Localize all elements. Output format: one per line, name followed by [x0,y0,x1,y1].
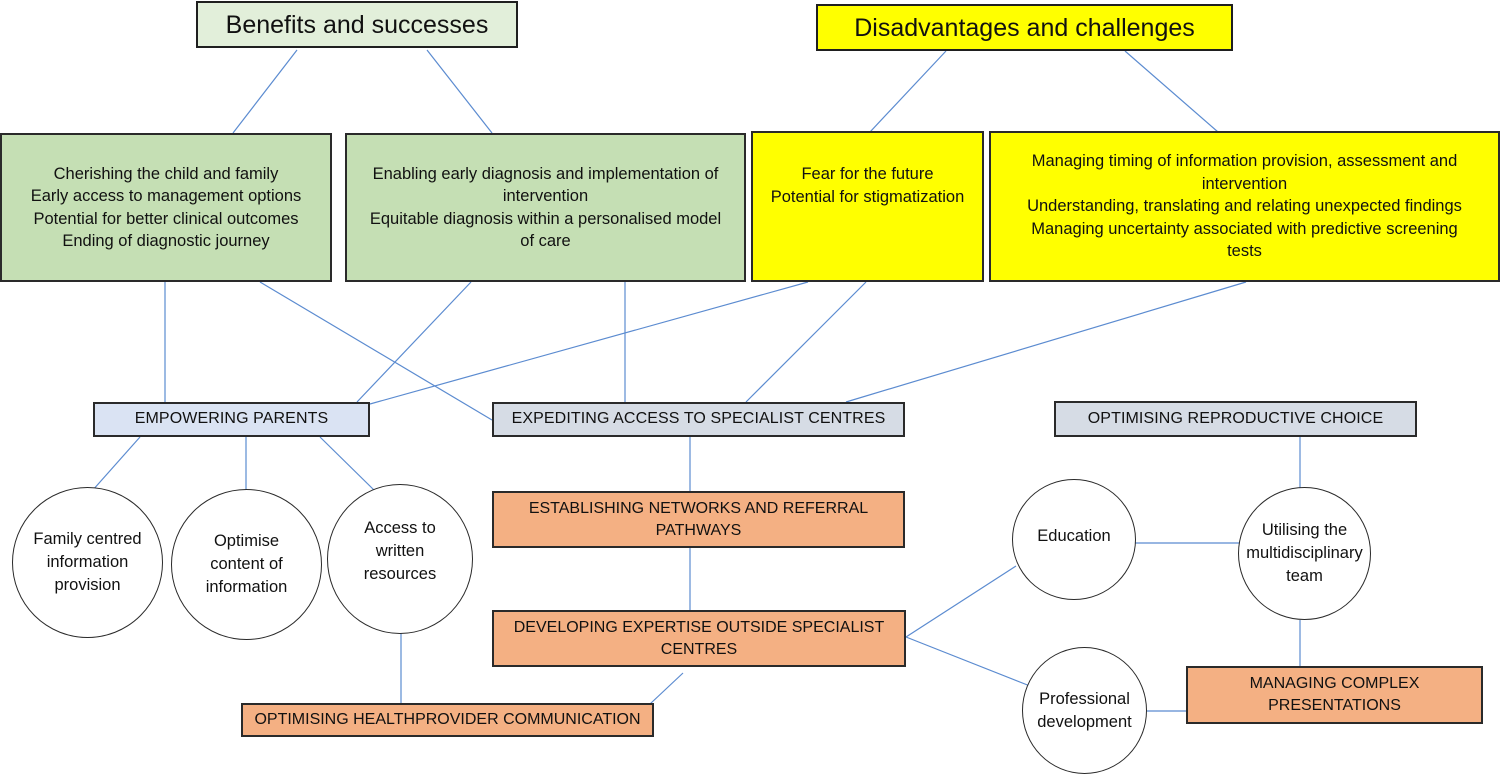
box-text-line: Enabling early diagnosis and implementat… [372,164,719,183]
connector-yellowleft-expediting [745,281,867,403]
circle-text-line: development [1037,712,1132,731]
benefits-box-early-diagnosis: Enabling early diagnosis and implementat… [345,133,746,282]
circle-utilising-multidisciplinary-team: Utilising the multidisciplinary team [1238,487,1371,620]
benefits-box-child-family: Cherishing the child and family Early ac… [0,133,332,282]
circle-text-line: Optimise [213,532,280,550]
connector-disadv-yellow-right [1124,50,1219,133]
circle-text-line: Family centred [33,530,142,548]
box-text-line: Ending of diagnostic journey [62,232,270,250]
theme-label: EXPEDITING ACCESS TO SPECIALIST CENTRES [511,410,886,428]
theme-empowering-parents: EMPOWERING PARENTS [93,402,370,437]
challenges-box-managing-information: Managing timing of information provision… [989,131,1500,282]
box-text-line: Equitable diagnosis within a personalise… [369,209,722,228]
circle-text-line: information [205,578,288,596]
theme-optimising-reproductive-choice: OPTIMISING REPRODUCTIVE CHOICE [1054,401,1417,437]
circle-text-line: content of [210,555,283,573]
circle-text-line: Access to [364,518,436,537]
subtheme-text-line: ESTABLISHING NETWORKS AND REFERRAL [528,499,869,517]
connector-benefits-green-right [426,49,493,134]
connector-benefits-green-left [232,49,298,134]
circle-text-line: written [375,541,425,560]
subtheme-optimising-communication: OPTIMISING HEALTHPROVIDER COMMUNICATION [241,703,654,737]
circle-text-line: provision [54,576,121,594]
box-text-line: intervention [502,187,589,205]
box-text-line: tests [1227,242,1262,261]
theme-expediting-access: EXPEDITING ACCESS TO SPECIALIST CENTRES [492,402,905,437]
subtheme-text-line: DEVELOPING EXPERTISE OUTSIDE SPECIALIST [513,618,885,636]
connector-expertise-communication [649,672,684,705]
circle-optimise-content: Optimise content of information [171,489,322,640]
circle-text-line: team [1286,567,1323,585]
circle-text-line: resources [363,564,437,583]
circle-text-line: multidisciplinary [1246,544,1363,562]
circle-text-line: Professional [1039,689,1130,708]
connector-greenleft-expediting [259,281,493,421]
connector-empowering-family [91,436,141,492]
box-text-line: Understanding, translating and relating … [1027,197,1462,216]
box-text-line: Early access to management options [30,187,302,205]
circle-professional-development: Professional development [1022,647,1147,774]
subtheme-establishing-networks: ESTABLISHING NETWORKS AND REFERRAL PATHW… [492,491,905,548]
box-text-line: Potential for better clinical outcomes [33,209,299,228]
box-text-line: Cherishing the child and family [53,164,279,183]
connector-empowering-access [319,436,377,493]
connector-disadv-yellow-left [869,50,947,133]
subtheme-developing-expertise: DEVELOPING EXPERTISE OUTSIDE SPECIALIST … [492,610,906,667]
subtheme-text-line: OPTIMISING HEALTHPROVIDER COMMUNICATION [254,711,641,728]
connector-expertise-education [905,565,1017,638]
connector-yellowleft-empowering [369,281,809,405]
theme-label: OPTIMISING REPRODUCTIVE CHOICE [1087,409,1384,427]
subtheme-text-line: CENTRES [660,640,738,658]
circle-text-line: Education [1037,527,1111,545]
circle-family-centred-information: Family centred information provision [12,487,163,638]
subtheme-text-line: PRESENTATIONS [1268,697,1401,714]
box-text-line: Managing uncertainty associated with pre… [1031,219,1458,238]
circle-access-written-resources: Access to written resources [327,484,473,634]
connector-yellowright-expediting [845,281,1247,403]
subtheme-managing-complex-presentations: MANAGING COMPLEX PRESENTATIONS [1186,666,1483,724]
theme-label: EMPOWERING PARENTS [134,410,329,428]
header-benefits-and-successes: Benefits and successes [196,1,518,48]
header-disadvantages-label: Disadvantages and challenges [854,13,1195,42]
connector-greenright-empowering [356,281,472,403]
circle-text-line: Utilising the [1261,521,1348,539]
circle-education: Education [1012,479,1136,600]
subtheme-text-line: PATHWAYS [655,521,742,539]
challenges-box-fear-stigma: Fear for the future Potential for stigma… [751,131,984,282]
box-text-line: Potential for stigmatization [770,187,965,206]
box-text-line: Managing timing of information provision… [1031,152,1458,171]
circle-text-line: information [46,553,129,571]
header-benefits-label: Benefits and successes [225,10,489,39]
subtheme-text-line: MANAGING COMPLEX [1249,675,1420,692]
box-text-line: intervention [1201,174,1288,193]
connector-expertise-professional [905,636,1031,687]
box-text-line: of care [520,232,571,250]
box-text-line: Fear for the future [801,165,934,183]
header-disadvantages-and-challenges: Disadvantages and challenges [816,4,1233,51]
